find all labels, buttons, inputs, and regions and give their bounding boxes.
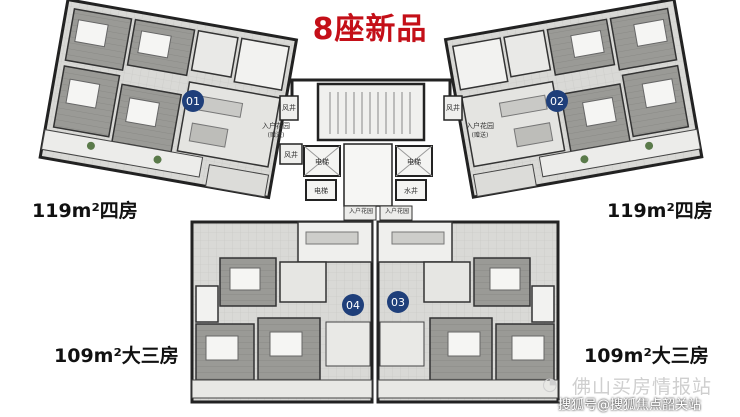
badge-02: 02 [546, 90, 568, 112]
entry-garden-label-04: 入户花园 [349, 207, 373, 215]
unit-02-plan [443, 0, 704, 199]
elevator-label-small-left: 电梯 [314, 186, 328, 195]
badge-04-text: 04 [346, 299, 360, 312]
unit-02-label: 119m²四房 [607, 200, 713, 222]
unit-03-label: 109m²大三房 [584, 345, 709, 367]
entry-garden-sub-02: (赠送) [472, 131, 489, 139]
unit-04-plan [190, 220, 374, 404]
page-title: 8座新品 [312, 12, 428, 47]
badge-03: 03 [387, 291, 409, 313]
unit-03-plan [376, 220, 560, 404]
watermark-main: 佛山买房情报站 [572, 376, 713, 398]
wechat-icon: ◔ [542, 374, 558, 395]
elevator-label-left: 电梯 [315, 157, 329, 166]
core-plan [279, 78, 463, 221]
unit-01-label: 119m²四房 [32, 200, 138, 222]
watermark-sub: 搜狐号@搜狐焦点韶关站 [558, 398, 702, 413]
badge-01-text: 01 [186, 95, 200, 108]
entry-garden-label-02: 入户花园 [466, 121, 494, 130]
entry-garden-label-03: 入户花园 [385, 207, 409, 215]
entry-garden-sub-01: (赠送) [268, 131, 285, 139]
unit-01-plan [38, 0, 299, 200]
wind-well-label-top-left: 风井 [282, 103, 296, 112]
badge-02-text: 02 [550, 95, 564, 108]
badge-04: 04 [342, 294, 364, 316]
unit-04-label: 109m²大三房 [54, 345, 179, 367]
badge-01: 01 [182, 90, 204, 112]
entry-garden-label-01: 入户花园 [262, 121, 290, 130]
wind-well-label-left: 风井 [284, 150, 298, 159]
water-well-label: 水井 [404, 186, 418, 195]
badge-03-text: 03 [391, 296, 405, 309]
elevator-label-right: 电梯 [407, 157, 421, 166]
wind-well-label-top-right: 风井 [446, 103, 460, 112]
